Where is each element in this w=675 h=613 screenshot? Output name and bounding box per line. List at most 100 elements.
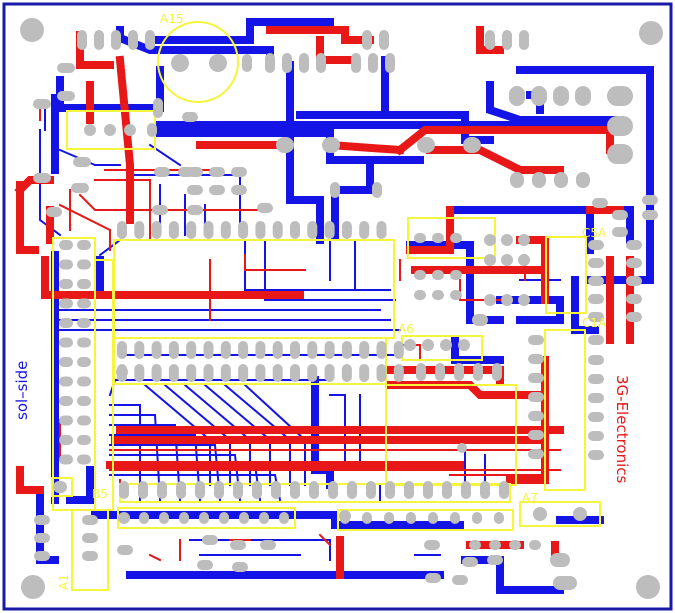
pad: [626, 294, 642, 304]
pad: [528, 392, 544, 402]
pad: [34, 551, 50, 561]
pad: [77, 259, 91, 270]
pad: [553, 576, 577, 590]
pad: [473, 363, 483, 381]
pad: [576, 172, 590, 188]
pad: [153, 98, 163, 118]
pad: [197, 560, 213, 570]
pad: [77, 30, 87, 50]
pad: [307, 221, 318, 239]
pads: [33, 30, 658, 590]
pad: [550, 553, 570, 567]
pad: [528, 449, 544, 459]
pad: [588, 374, 604, 384]
pad: [128, 30, 138, 50]
pad: [77, 279, 91, 289]
pad: [307, 341, 318, 359]
bottom-trace: [109, 414, 162, 502]
pad: [351, 53, 361, 73]
pad: [457, 443, 467, 453]
pad: [489, 540, 501, 550]
pad: [324, 221, 335, 239]
pad: [450, 233, 462, 243]
pad: [440, 339, 452, 351]
pad: [376, 341, 387, 359]
pad: [428, 512, 438, 524]
ref-label-b5: B5: [92, 487, 108, 501]
pad: [518, 254, 530, 266]
pad: [432, 290, 444, 300]
pad: [533, 507, 547, 521]
pad: [199, 512, 209, 524]
pad: [77, 435, 91, 445]
pad: [168, 364, 179, 382]
pad: [220, 221, 231, 239]
pad: [59, 240, 73, 250]
pad: [588, 240, 604, 250]
pad: [509, 86, 525, 106]
pad: [588, 431, 604, 441]
pad: [414, 233, 426, 243]
pad: [372, 182, 382, 198]
pad: [119, 481, 129, 499]
pad: [588, 335, 604, 345]
mounting-hole: [636, 575, 660, 599]
pad: [519, 30, 529, 50]
bottom-trace: [109, 434, 202, 502]
pad: [424, 540, 440, 550]
top-trace: [16, 181, 39, 254]
pad: [359, 364, 370, 382]
pad: [151, 221, 162, 239]
mounting-hole: [21, 575, 45, 599]
pad: [276, 137, 294, 153]
pad: [238, 221, 249, 239]
component-outline: [157, 21, 239, 103]
pad: [362, 30, 372, 50]
pad: [588, 412, 604, 422]
pad: [472, 314, 488, 326]
pad: [501, 234, 513, 246]
ref-label-a1: A1: [57, 574, 71, 590]
pad: [176, 481, 186, 499]
pad: [290, 364, 300, 382]
pad: [484, 254, 496, 266]
pad: [259, 512, 269, 524]
pad: [255, 221, 266, 239]
top-trace: [16, 466, 44, 494]
pad: [77, 337, 91, 348]
top-trace: [318, 533, 332, 547]
bottom-trace: [516, 66, 654, 284]
pad: [147, 123, 157, 137]
pad: [71, 183, 89, 193]
pad: [642, 210, 658, 220]
pad: [239, 512, 249, 524]
pad: [607, 116, 633, 136]
pad: [118, 512, 130, 524]
pad: [588, 294, 604, 304]
pad: [309, 481, 319, 499]
pad: [529, 540, 541, 550]
pad: [612, 210, 628, 220]
silkscreen-outlines: [51, 21, 601, 591]
pad: [111, 30, 121, 50]
pad: [450, 290, 462, 300]
ref-label-c1a: C1A: [582, 316, 607, 330]
component-outline: [519, 501, 601, 527]
top-trace: [148, 553, 162, 562]
pad: [554, 172, 568, 188]
pad: [59, 318, 73, 328]
pad: [77, 396, 91, 406]
pad: [442, 481, 452, 499]
pad: [187, 205, 203, 215]
pad: [59, 435, 73, 445]
pad: [359, 221, 370, 239]
pad: [626, 258, 642, 268]
pad: [347, 481, 357, 499]
pad: [34, 533, 50, 543]
pad: [588, 276, 604, 286]
bottom-trace: [264, 239, 396, 301]
pad: [252, 481, 262, 499]
pad: [59, 337, 73, 348]
pad: [384, 512, 394, 524]
pad: [341, 341, 352, 359]
